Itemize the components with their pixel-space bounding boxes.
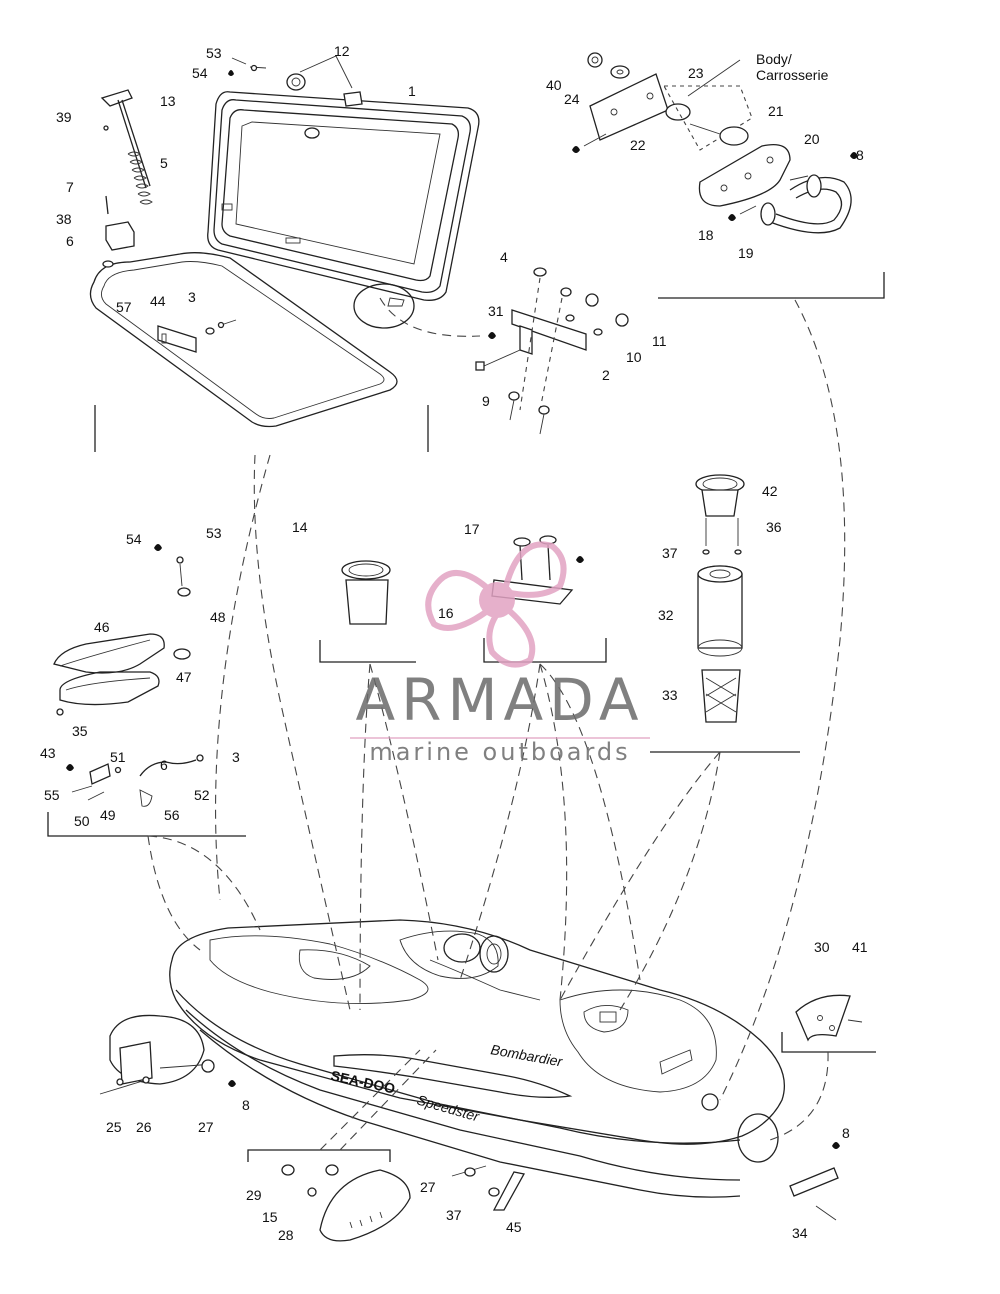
callout: 26 [136,1119,152,1135]
callout: 17 [464,521,480,537]
callout: 49 [100,807,116,823]
callout: 6 [160,757,168,773]
callout: 31 [488,303,504,319]
callout: 32 [658,607,674,623]
callout: 11 [652,333,667,349]
callout: 37 [662,545,678,561]
callout: 44 [150,293,166,309]
carrosserie-label: Carrosserie [756,67,829,83]
callout: 33 [662,687,678,703]
middle-parts-group [47,474,876,1053]
callout: 45 [506,1219,522,1235]
callout: 16 [438,605,454,621]
callout: 21 [768,103,784,119]
callout: 19 [738,245,754,261]
callout: 47 [176,669,192,685]
callout: 46 [94,619,110,635]
callout: 28 [278,1227,294,1243]
propeller-logo [425,541,567,668]
callout: 9 [482,393,490,409]
callout: 24 [564,91,580,107]
callout: 7 [66,179,74,195]
callout: 27 [420,1179,436,1195]
callout: 40 [546,77,562,93]
callout: 25 [106,1119,122,1135]
callout: 34 [792,1225,808,1241]
callout: 48 [210,609,226,625]
callout: 3 [232,749,240,765]
callout: 1 [408,83,416,99]
armada-watermark: ARMADA marine outboards [350,541,650,766]
callout: 35 [72,723,88,739]
callout: 55 [44,787,60,803]
callout: 6 [66,233,74,249]
callout: 29 [246,1187,262,1203]
callout: 8 [842,1125,850,1141]
callout: 53 [206,45,222,61]
callout: 53 [206,525,222,541]
callout: 27 [198,1119,214,1135]
callout: 54 [126,531,142,547]
callout: 2 [602,367,610,383]
callout: 23 [688,65,704,81]
callout: 52 [194,787,210,803]
storage-cover-group [89,55,481,452]
callout: 20 [804,131,820,147]
callout: 3 [188,289,196,305]
callout: 36 [766,519,782,535]
svg-text:Bombardier: Bombardier [489,1041,564,1070]
callout: 12 [334,43,350,59]
callout: 37 [446,1207,462,1223]
callout: 8 [242,1097,250,1113]
callout: 5 [160,155,168,171]
callout: 18 [698,227,714,243]
callout: 10 [626,349,642,365]
callout: 42 [762,483,778,499]
callout: 30 [814,939,830,955]
callout: 22 [630,137,646,153]
tow-eye-group [475,52,885,435]
leader-lines [147,299,846,1151]
callout: 50 [74,813,90,829]
callout: 13 [160,93,176,109]
callout: 39 [56,109,72,125]
callout: 51 [110,749,126,765]
callout: 43 [40,745,56,761]
brand-name: ARMADA [355,666,644,734]
svg-text:SEA-DOO: SEA-DOO [329,1067,396,1096]
callout: 57 [116,299,132,315]
callout: 54 [192,65,208,81]
callout: 14 [292,519,308,535]
body-label: Body/ [756,51,792,67]
callout: 41 [852,939,868,955]
callout: 56 [164,807,180,823]
callout: 8 [856,147,864,163]
callout: 38 [56,211,72,227]
callout: 4 [500,249,508,265]
brand-tagline: marine outboards [369,738,630,766]
callout-numbers: 53 54 12 1 13 39 5 7 38 6 57 44 3 40 24 … [40,43,868,1243]
callout: 15 [262,1209,278,1225]
